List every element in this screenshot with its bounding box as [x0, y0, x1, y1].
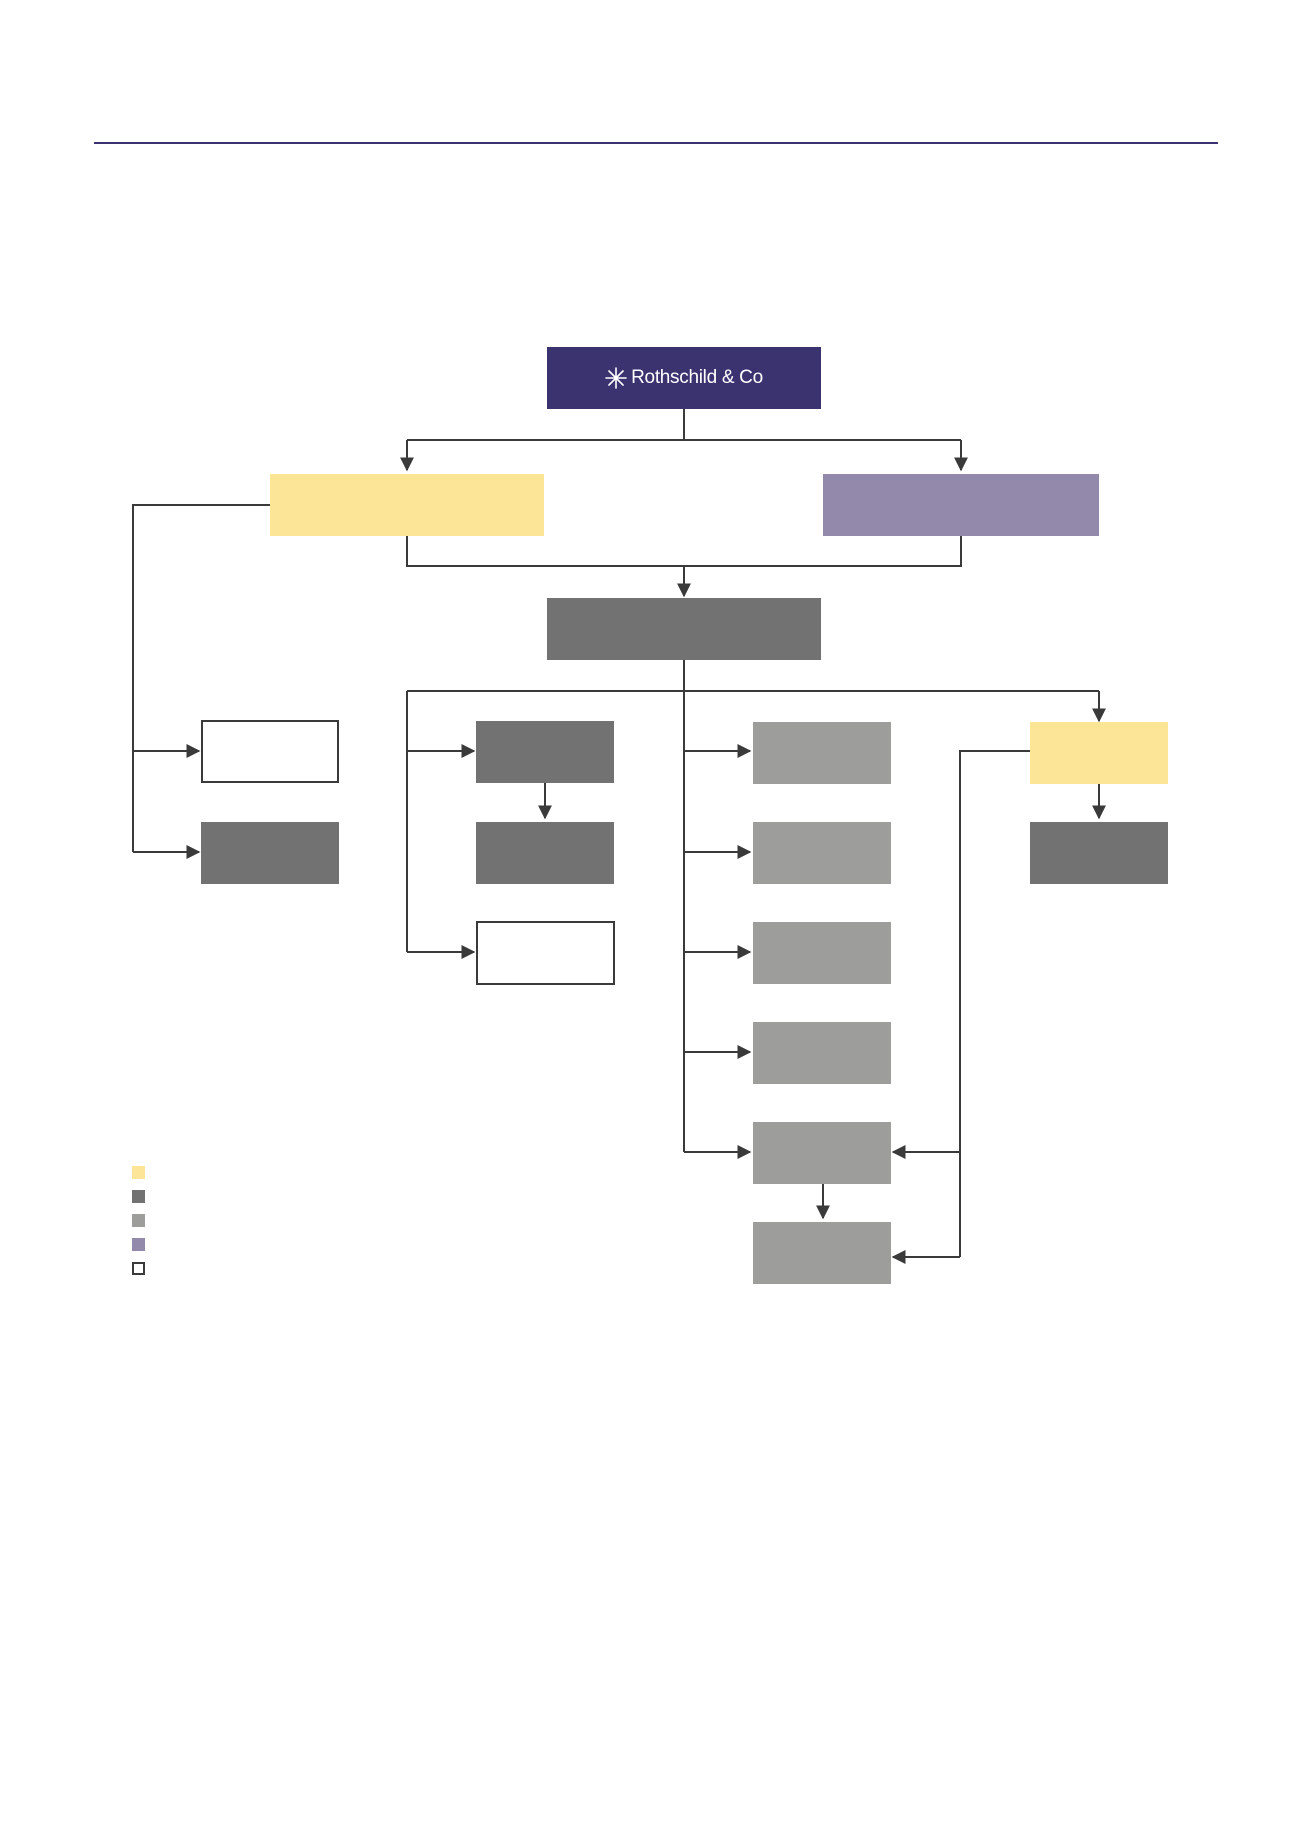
- legend-swatch-dark-grey: [132, 1190, 145, 1203]
- col3-entity-4: [753, 1022, 891, 1084]
- legend: [132, 1166, 145, 1286]
- holding-box: [547, 598, 821, 660]
- left-entity-2: [201, 822, 339, 884]
- legend-swatch-yellow: [132, 1166, 145, 1179]
- col3-entity-3: [753, 922, 891, 984]
- col3-entity-6: [753, 1222, 891, 1284]
- legend-swatch-outline: [132, 1262, 145, 1275]
- left-entity-1: [201, 720, 339, 783]
- col3-entity-2: [753, 822, 891, 884]
- top-rule: [94, 142, 1218, 144]
- right-entity-2: [1030, 822, 1168, 884]
- rothschild-logo-box: Rothschild & Co: [547, 347, 821, 409]
- col2-entity-1: [476, 721, 614, 783]
- legend-swatch-purple: [132, 1238, 145, 1251]
- right-entity-1: [1030, 722, 1168, 784]
- col2-entity-2: [476, 822, 614, 884]
- rothschild-arrows-icon: [605, 367, 627, 389]
- col3-entity-1: [753, 722, 891, 784]
- col3-entity-5: [753, 1122, 891, 1184]
- parent-box-right: [823, 474, 1099, 536]
- logo-text: Rothschild & Co: [631, 367, 763, 388]
- legend-swatch-light-grey: [132, 1214, 145, 1227]
- parent-box-left: [270, 474, 544, 536]
- col2-entity-3: [476, 921, 615, 985]
